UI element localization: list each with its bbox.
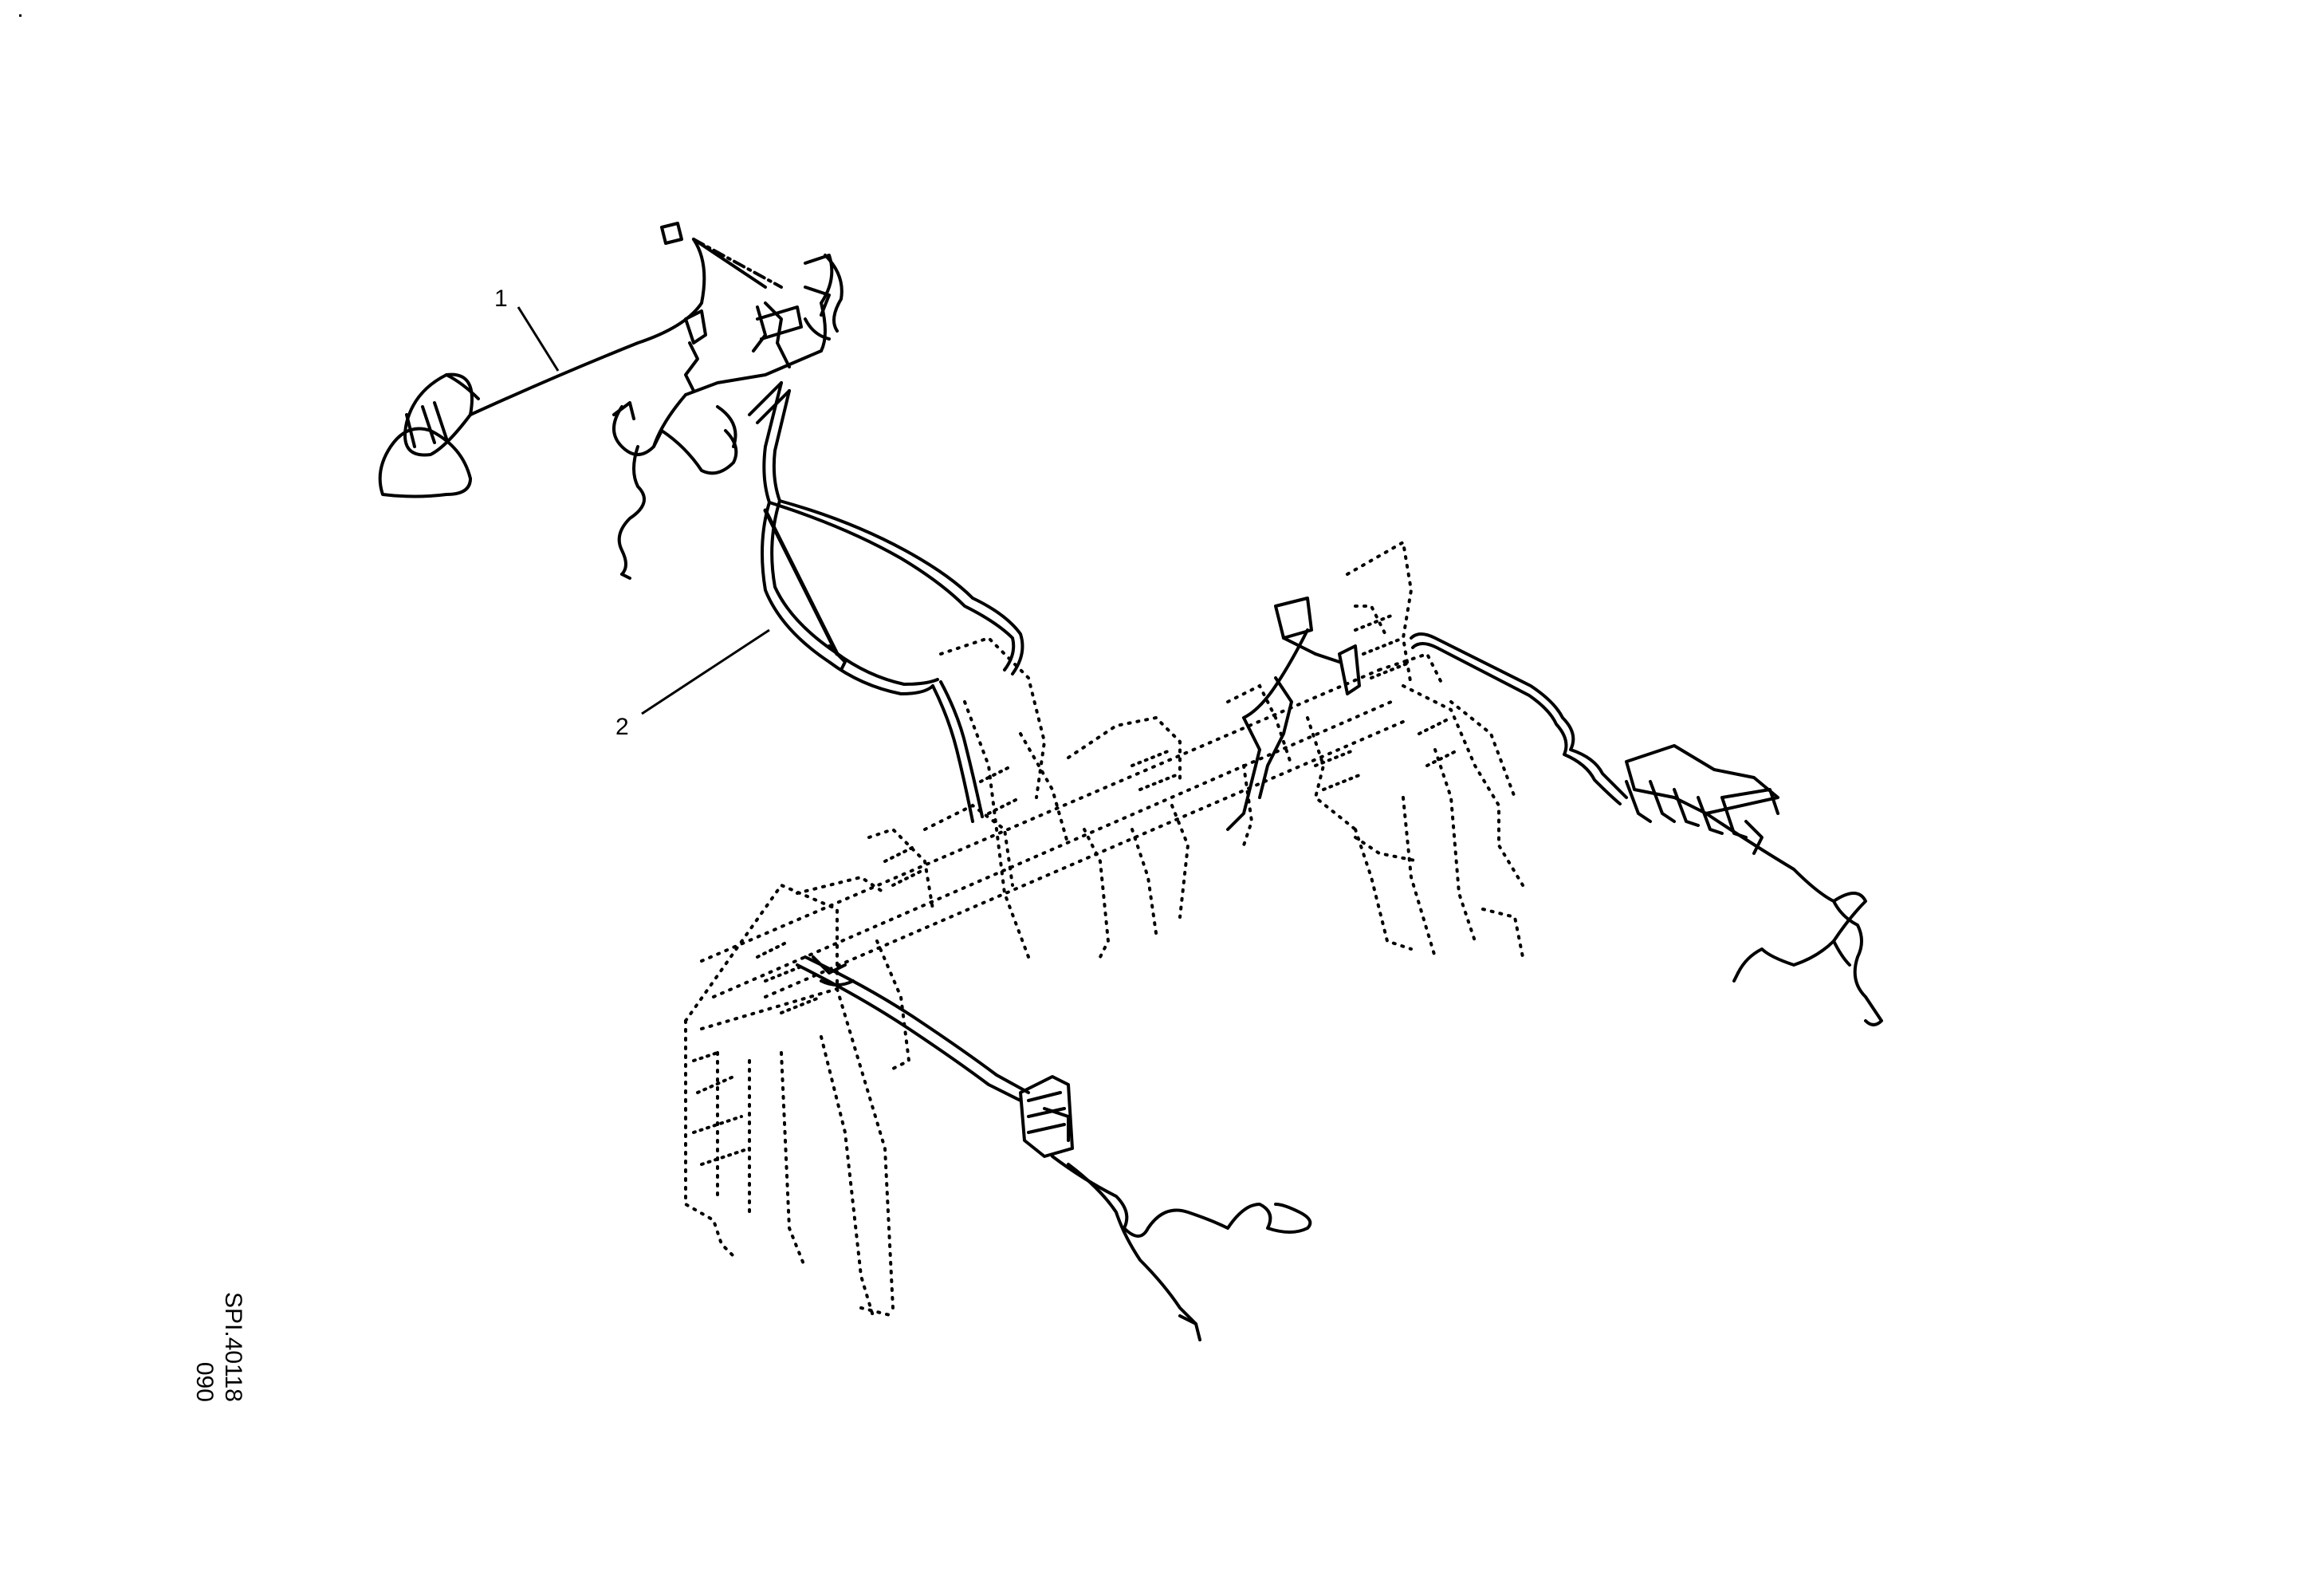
harness-2 — [748, 381, 1883, 1341]
callout-leaders — [517, 306, 770, 715]
harness-1 — [378, 222, 843, 580]
callout-2-label: 2 — [615, 714, 629, 740]
chassis-texture — [692, 612, 1461, 1166]
corner-dot — [19, 14, 22, 17]
chassis-frame — [684, 539, 1524, 1317]
drawing-reference: SPI.40118 090 — [151, 1292, 247, 1428]
drawing-code: SPI.40118 — [220, 1292, 246, 1402]
callout-1-label: 1 — [494, 286, 508, 312]
page-code: 090 — [191, 1361, 218, 1402]
